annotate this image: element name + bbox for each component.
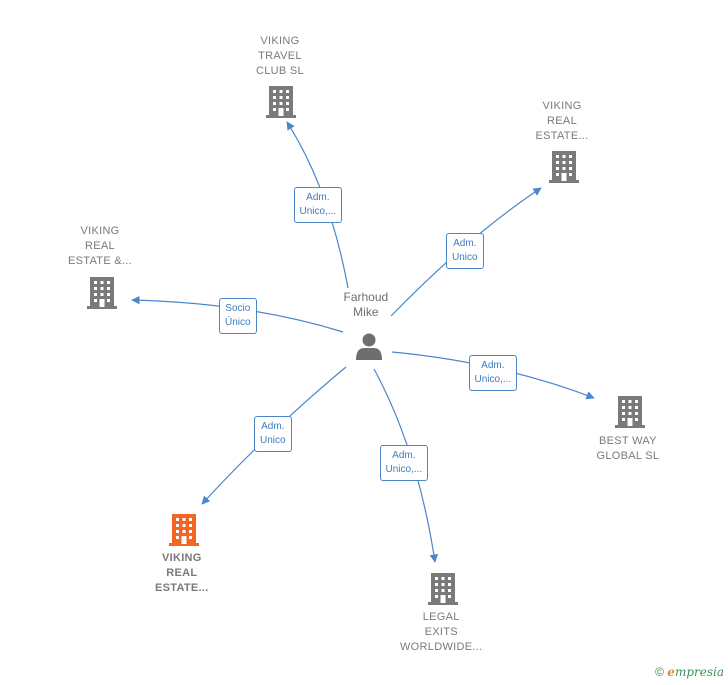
building-icon[interactable]: [615, 396, 645, 428]
relation-label-best-way[interactable]: Adm.Unico,...: [468, 355, 518, 391]
building-icon[interactable]: [87, 277, 117, 309]
relation-label-viking-real-estate-main[interactable]: Adm.Unico: [254, 416, 292, 452]
copyright-symbol: ©: [655, 665, 664, 679]
relation-label-viking-travel[interactable]: Adm.Unico,...: [293, 187, 343, 223]
building-icon[interactable]: [549, 151, 579, 183]
brand-logo[interactable]: empresia: [667, 665, 724, 679]
building-icon[interactable]: [428, 573, 458, 605]
relation-label-legal-exits[interactable]: Adm.Unico,...: [379, 445, 429, 481]
icons-layer: [87, 86, 645, 605]
person-icon[interactable]: [356, 333, 382, 361]
relation-label-viking-real-estate-top[interactable]: Adm.Unico: [446, 233, 484, 269]
footer-credit: © empresia: [655, 665, 724, 679]
building-icon[interactable]: [266, 86, 296, 118]
building-icon[interactable]: [169, 514, 199, 546]
